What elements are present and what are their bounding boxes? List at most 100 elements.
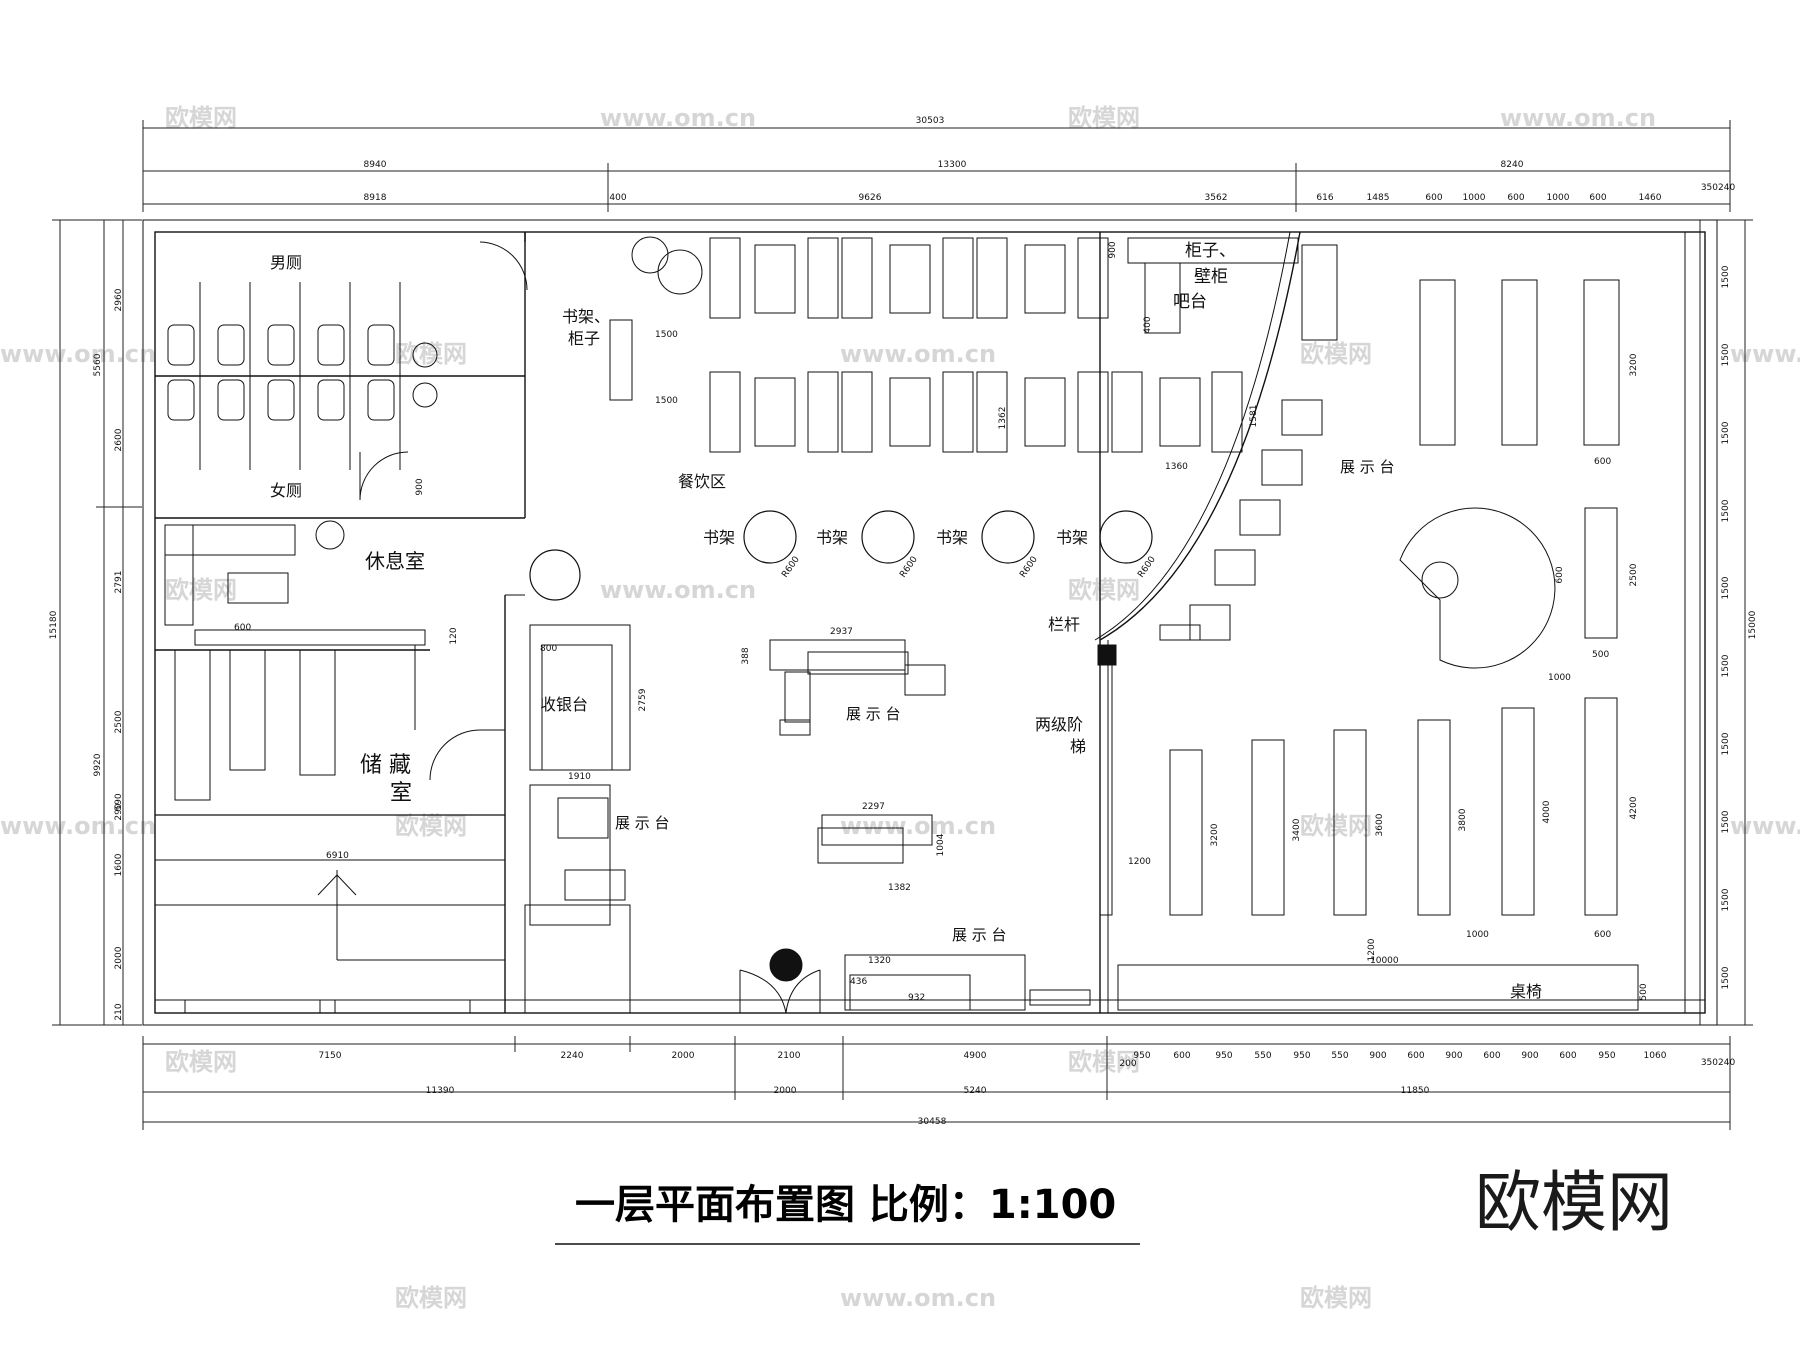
- dim-text: 800: [540, 644, 557, 654]
- dim-text: R600: [780, 555, 802, 580]
- dim-text: 600: [1555, 566, 1565, 583]
- dim-text: 3562: [1205, 193, 1228, 203]
- dim-text: 11390: [426, 1086, 455, 1096]
- room-label-mens-toilet: 男厕: [270, 253, 302, 272]
- dim-text: 11850: [1401, 1086, 1430, 1096]
- dim-text: 13300: [938, 160, 967, 170]
- dim-text: 600: [1173, 1051, 1190, 1061]
- watermark: 欧模网: [1300, 340, 1372, 368]
- dim-text: 388: [741, 647, 751, 664]
- dim-text: 3800: [1458, 808, 1468, 831]
- room-label-womens-toilet: 女厕: [270, 481, 302, 500]
- label-display: 展 示 台: [952, 926, 1007, 944]
- label-cashier: 收银台: [540, 695, 588, 714]
- dim-text: 950: [1598, 1051, 1615, 1061]
- dim-text: 3200: [1629, 353, 1639, 376]
- watermark: 欧模网: [1300, 812, 1372, 840]
- dim-text: 2500: [114, 710, 124, 733]
- dim-text: 3200: [1210, 823, 1220, 846]
- watermark: www.om.cn: [840, 1284, 996, 1312]
- dim-text: 500: [1592, 650, 1609, 660]
- watermark: 欧模网: [1300, 1284, 1372, 1312]
- dim-text: 1500: [655, 330, 678, 340]
- plan-title: 一层平面布置图 比例：1:100: [575, 1182, 1116, 1228]
- label-stair: 两级阶: [1035, 715, 1083, 734]
- display-platforms: [524, 624, 1091, 1014]
- brand-logo: 欧模网: [1475, 1164, 1673, 1241]
- dim-text: 7150: [319, 1051, 342, 1061]
- dim-text: 8940: [364, 160, 387, 170]
- watermark: www.om.cn: [0, 812, 156, 840]
- watermark: 欧模网: [1068, 104, 1140, 132]
- dim-text: 900: [1445, 1051, 1462, 1061]
- watermark: www.om.cn: [840, 812, 996, 840]
- label-railing: 栏杆: [1048, 615, 1080, 634]
- dimension-texts: 30503 8940 13300 8240 8918 400 9626 3562…: [364, 116, 1736, 203]
- watermark: 欧模网: [165, 104, 237, 132]
- label-display: 展 示 台: [1340, 458, 1395, 476]
- dim-text: 2000: [774, 1086, 797, 1096]
- dim-text: 1460: [1639, 193, 1662, 203]
- dim-text: 5240: [964, 1086, 987, 1096]
- dim-text: 3400: [1292, 818, 1302, 841]
- dim-text: 30503: [916, 116, 945, 126]
- dim-text: 2791: [114, 571, 124, 594]
- dim-text: 9626: [859, 193, 882, 203]
- dim-text: R600: [1018, 555, 1040, 580]
- dim-text: 4200: [1629, 796, 1639, 819]
- dim-text: R600: [1136, 555, 1158, 580]
- label-cabinet-bar: 柜子、: [1185, 241, 1236, 261]
- dim-text: 600: [234, 623, 251, 633]
- dim-text: 2600: [114, 428, 124, 451]
- walls: [142, 219, 1718, 1026]
- room-label-storage-2: 室: [390, 781, 412, 806]
- dim-text: 2297: [862, 802, 885, 812]
- watermark: www.om.cn: [600, 576, 756, 604]
- label-cabinet-bar-3: 吧台: [1173, 292, 1207, 312]
- dim-text: 900: [1521, 1051, 1538, 1061]
- watermark: 欧模网: [395, 1284, 467, 1312]
- dim-text: 1500: [1721, 732, 1731, 755]
- watermark: www.om.cn: [0, 340, 156, 368]
- dim-text: 1500: [1721, 265, 1731, 288]
- dim-text: 2500: [1629, 563, 1639, 586]
- toilet-stalls: [167, 241, 528, 501]
- dim-text: R600: [898, 555, 920, 580]
- dim-text: 550: [1331, 1051, 1348, 1061]
- room-label-storage: 储 藏: [360, 753, 411, 778]
- dim-text: 932: [908, 993, 925, 1003]
- dim-text: 290: [114, 803, 124, 820]
- dim-text: 436: [850, 977, 867, 987]
- dim-text: 6910: [326, 851, 349, 861]
- dim-text: 400: [1143, 316, 1153, 333]
- dim-text: 950: [1215, 1051, 1232, 1061]
- dim-text: 600: [1483, 1051, 1500, 1061]
- dim-text: 900: [415, 478, 425, 495]
- watermark: 欧模网: [1068, 576, 1140, 604]
- dim-text: 1382: [888, 883, 911, 893]
- dim-text: 1000: [1548, 673, 1571, 683]
- dim-text: 200: [1119, 1059, 1136, 1069]
- dim-text: 1500: [1721, 888, 1731, 911]
- watermark: 欧模网: [1068, 1048, 1140, 1076]
- dim-text: 5560: [93, 353, 103, 376]
- dim-text: 590: [114, 793, 124, 810]
- dim-text: 120: [449, 627, 459, 644]
- watermark: www.om.cn: [1500, 104, 1656, 132]
- dim-text: 30458: [918, 1117, 947, 1127]
- dim-text: 600: [1507, 193, 1524, 203]
- dim-text: 2100: [778, 1051, 801, 1061]
- dim-text: 2000: [672, 1051, 695, 1061]
- dim-text: 8918: [364, 193, 387, 203]
- dim-text: 2240: [561, 1051, 584, 1061]
- dim-text: 4000: [1542, 800, 1552, 823]
- dim-text: 616: [1316, 193, 1333, 203]
- dim-text: 350240: [1701, 1058, 1736, 1068]
- dim-text: 1500: [655, 396, 678, 406]
- dim-text: 4900: [964, 1051, 987, 1061]
- watermark: www.om.cn: [840, 340, 996, 368]
- dim-text: 600: [1425, 193, 1442, 203]
- dim-text: 9920: [93, 753, 103, 776]
- label-shelf-cabinet-2: 柜子: [568, 329, 600, 348]
